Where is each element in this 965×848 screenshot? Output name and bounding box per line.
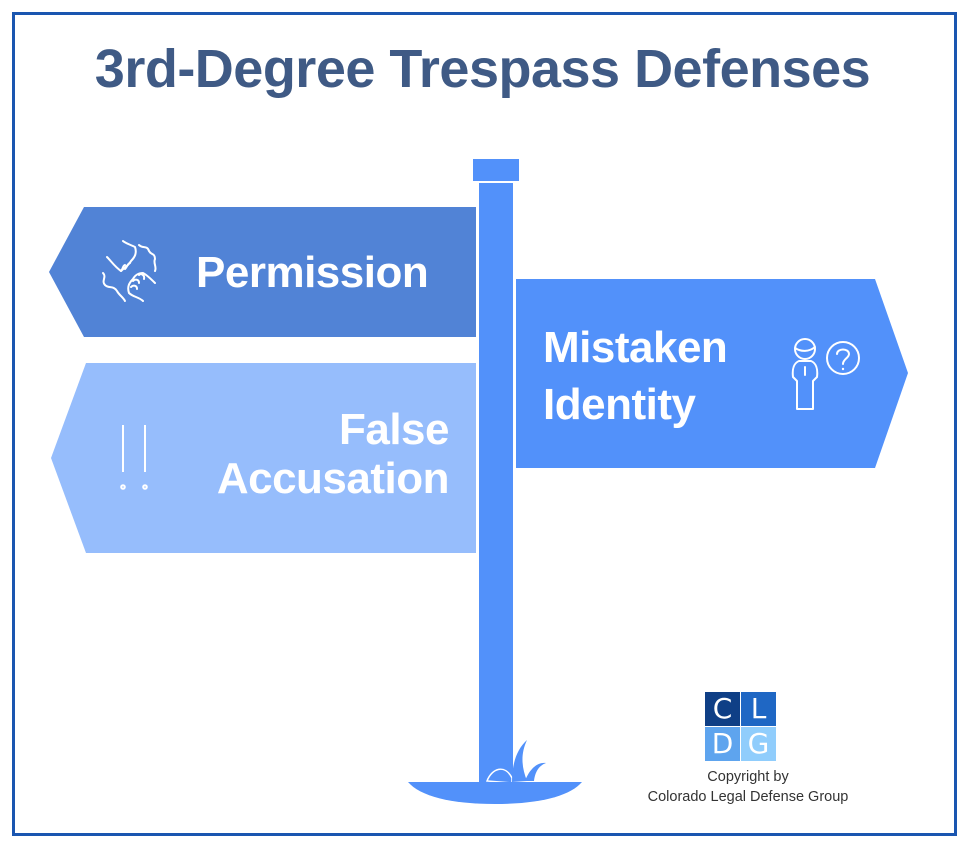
sign-false-accusation-board [51, 363, 476, 553]
copyright-line1: Copyright by [707, 769, 789, 785]
sign-mistaken-identity-line1: Mistaken [543, 323, 728, 372]
logo-letter-c: C [705, 692, 740, 726]
pole-cap [473, 159, 519, 181]
sign-mistaken-identity-line2: Identity [543, 380, 696, 430]
sign-permission-board [49, 207, 476, 337]
copyright-line2: Colorado Legal Defense Group [647, 789, 849, 805]
double-exclamation-icon [120, 425, 148, 490]
pole [479, 183, 513, 783]
sign-false-accusation-label: False Accusation [216, 405, 450, 504]
grass-icon [485, 740, 546, 784]
sign-false-accusation-line1: False [338, 405, 450, 454]
sign-mistaken-identity-board [516, 279, 908, 468]
logo-letter-l: L [741, 692, 776, 726]
logo-letter-d: D [705, 727, 740, 761]
sign-mistaken-identity-label: Mistaken Identity [543, 319, 728, 433]
infographic-frame [12, 12, 957, 836]
cldg-logo: C L D G [705, 692, 776, 762]
logo-letter-g: G [741, 727, 776, 761]
handshake-icon [102, 240, 157, 302]
post-base [408, 782, 582, 804]
page-title: 3rd-Degree Trespass Defenses [94, 39, 871, 99]
person-question-icon [791, 338, 860, 410]
copyright-notice: Copyright by Colorado Legal Defense Grou… [620, 767, 876, 807]
sign-false-accusation-line2: Accusation [216, 454, 450, 504]
sign-permission-label: Permission [196, 248, 429, 297]
